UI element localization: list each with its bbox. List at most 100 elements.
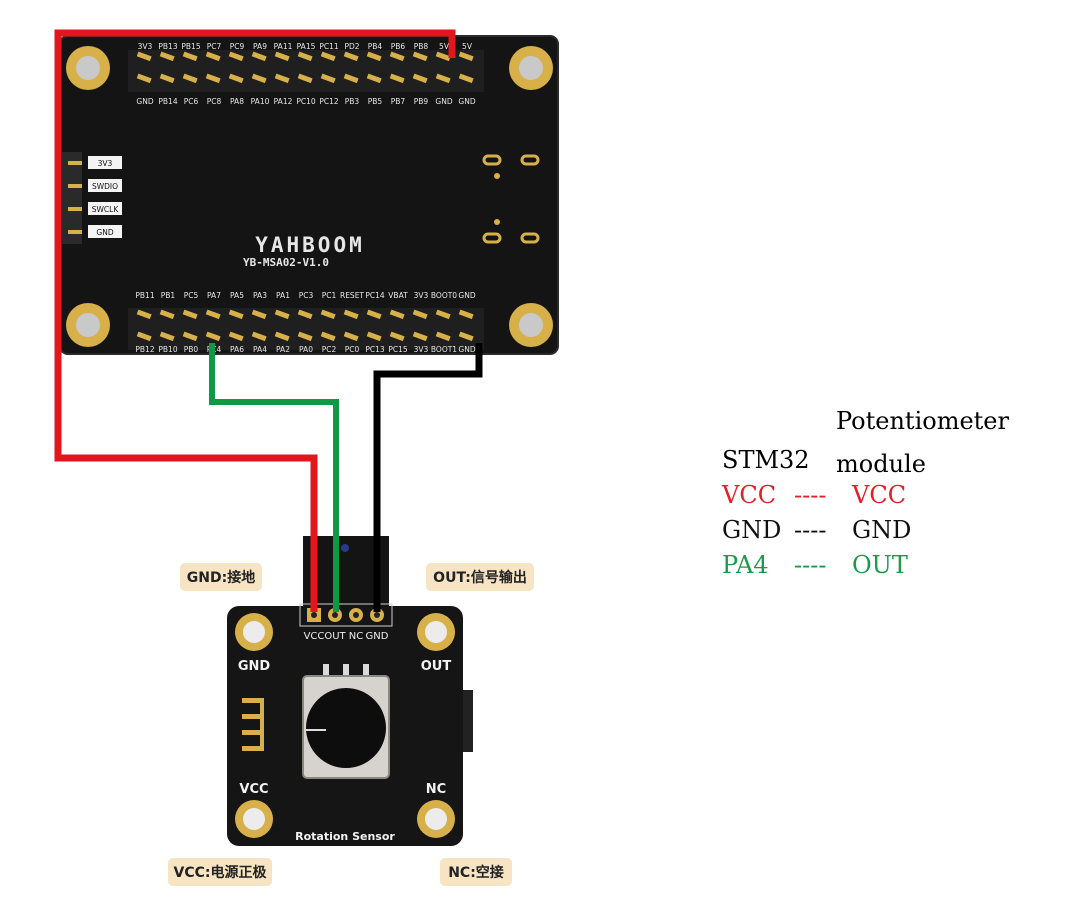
legend-right: VCC (852, 481, 907, 509)
header-pin (435, 309, 451, 320)
header-pin (182, 309, 198, 320)
header-pin (205, 309, 221, 320)
pin-label: 3V3 (138, 42, 153, 51)
indicator-dot (341, 544, 349, 552)
mounting-hole (66, 303, 110, 347)
pin-label: PA3 (253, 291, 267, 300)
module-pin-hole (353, 612, 359, 618)
legend-sep: ---- (794, 516, 827, 544)
pin-label: PC9 (230, 42, 245, 51)
pin-label: RESET (340, 291, 364, 300)
header-pin (159, 331, 175, 342)
header-pin (205, 51, 221, 62)
tag-vcc: VCC:电源正极 (168, 858, 272, 886)
header-pin (412, 51, 428, 62)
header-pin (297, 309, 313, 320)
mounting-hole (66, 46, 110, 90)
pin-label: PA10 (251, 97, 270, 106)
pin-label: PA1 (276, 291, 290, 300)
legend-right: GND (852, 516, 912, 544)
tag-out: OUT:信号输出 (426, 563, 534, 591)
header-pin (366, 331, 382, 342)
header-pin (182, 73, 198, 84)
header-pin (412, 73, 428, 84)
module-pin-label: OUT (324, 631, 346, 642)
svg-text:GND:接地: GND:接地 (187, 569, 255, 586)
header-pin (389, 73, 405, 84)
header-pin (389, 51, 405, 62)
header-pin (412, 309, 428, 320)
pin-label: PB10 (158, 345, 177, 354)
pin-label: PA9 (253, 42, 267, 51)
pin-label: PC8 (207, 97, 222, 106)
pin-label: PA7 (207, 291, 221, 300)
corner-label-gnd: GND (238, 659, 271, 674)
legend-right: OUT (852, 551, 908, 579)
header-pin (320, 73, 336, 84)
swd-label-box (88, 202, 122, 215)
potentiometer-knob (302, 664, 390, 779)
module-pin-label: GND (366, 631, 389, 642)
pin-label: PA5 (230, 291, 244, 300)
header-pin (159, 51, 175, 62)
header-pin (159, 309, 175, 320)
module-name: Rotation Sensor (295, 830, 395, 843)
legend-left: VCC (722, 481, 777, 509)
header-pin (182, 331, 198, 342)
pin-label: 3V3 (414, 291, 429, 300)
pin-label: PB6 (391, 42, 406, 51)
swd-label: 3V3 (98, 159, 113, 168)
pin-label: PB0 (184, 345, 199, 354)
pin-label: PA11 (274, 42, 293, 51)
header-pin (320, 331, 336, 342)
header-pin (251, 309, 267, 320)
header-pin (274, 73, 290, 84)
svg-text:VCC:电源正极: VCC:电源正极 (174, 864, 268, 881)
board-model: YB-MSA02-V1.0 (243, 256, 329, 269)
pin-label: PA0 (299, 345, 313, 354)
via (494, 219, 500, 225)
header-pin (136, 51, 152, 62)
pin-label: PA15 (297, 42, 316, 51)
swd-pin (68, 207, 82, 211)
pin-label: PB5 (368, 97, 383, 106)
swd-header (62, 152, 82, 244)
pin-label: PC6 (184, 97, 199, 106)
header-pin (228, 51, 244, 62)
legend-col-right-1: Potentiometer (836, 407, 1009, 435)
tag-nc: NC:空接 (440, 858, 512, 886)
module-pin-hole (374, 612, 380, 618)
header-pin (251, 331, 267, 342)
pin-label: PB9 (414, 97, 429, 106)
header-pin (182, 51, 198, 62)
header-pin (205, 73, 221, 84)
pin-label: PC15 (388, 345, 408, 354)
pin-label: 5V (439, 42, 450, 51)
legend-col-right-2: module (836, 450, 926, 478)
header-pin (228, 331, 244, 342)
swd-label: SWCLK (92, 205, 120, 214)
header-pin (435, 331, 451, 342)
pin-label: PC2 (322, 345, 337, 354)
header-pin (136, 309, 152, 320)
pin-label: PC3 (299, 291, 314, 300)
header-pin (228, 309, 244, 320)
pin-label: GND (458, 97, 475, 106)
board-brand: YAHBOOM (255, 233, 365, 257)
pin-label: PC7 (207, 42, 222, 51)
pin-label: PD2 (344, 42, 359, 51)
header-pin (343, 309, 359, 320)
swd-pin (68, 184, 82, 188)
via (494, 173, 500, 179)
pin-label: PA4 (253, 345, 267, 354)
tag-gnd: GND:接地 (180, 563, 262, 591)
header-pin (297, 51, 313, 62)
header-pin (274, 51, 290, 62)
corner-label-nc: NC (426, 782, 446, 797)
swd-label: GND (96, 228, 113, 237)
header-pin (458, 73, 474, 84)
header-pin (343, 73, 359, 84)
svg-text:NC:空接: NC:空接 (448, 864, 504, 881)
